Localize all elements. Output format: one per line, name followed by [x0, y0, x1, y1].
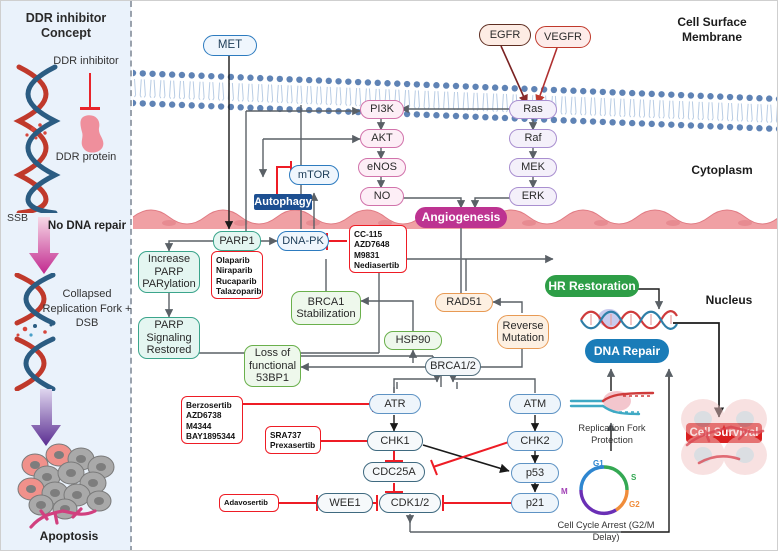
- node-rad51[interactable]: RAD51: [435, 293, 493, 312]
- node-brca1-2[interactable]: BRCA1/2: [425, 357, 481, 376]
- node-met[interactable]: MET: [203, 35, 257, 56]
- node-dnapk[interactable]: DNA-PK: [277, 231, 329, 251]
- node-reverse-mutation[interactable]: Reverse Mutation: [497, 315, 549, 349]
- apoptotic-cells-icon: [17, 443, 115, 529]
- drug-name: M9831: [354, 249, 380, 260]
- node-enos[interactable]: eNOS: [358, 158, 406, 177]
- collapsed-fork-label: Collapsed Replication Fork + DSB: [42, 288, 132, 329]
- drug-name: Niraparib: [216, 265, 253, 276]
- node-increase-parp-parylation[interactable]: Increase PARP PARylation: [138, 251, 200, 293]
- node-pi3k[interactable]: PI3K: [360, 100, 404, 119]
- drug-name: AZD6738: [186, 410, 222, 421]
- drug-name: Prexasertib: [270, 440, 316, 451]
- node-chk1[interactable]: CHK1: [367, 431, 423, 451]
- node-p53[interactable]: p53: [511, 463, 559, 483]
- apoptosis-label: Apoptosis: [39, 529, 99, 543]
- cell-cycle-m-label: M: [561, 487, 568, 496]
- ddr-protein-icon: [80, 115, 104, 153]
- node-atr[interactable]: ATR: [369, 394, 421, 414]
- cell-cycle-g2-label: G2: [629, 500, 640, 509]
- node-chk2[interactable]: CHK2: [507, 431, 563, 451]
- apoptosis-arrow-icon: [31, 389, 61, 446]
- region-label-cytoplasm: Cytoplasm: [691, 163, 753, 177]
- node-cdc25a[interactable]: CDC25A: [363, 462, 425, 482]
- node-ras[interactable]: Ras: [509, 100, 557, 119]
- ssb-dna-helix-icon: [13, 64, 61, 213]
- node-hsp90[interactable]: HSP90: [384, 331, 442, 350]
- cell-cycle-arrest-label: Cell Cycle Arrest (G2/M Delay): [557, 520, 655, 542]
- ssb-label: SSB: [7, 212, 29, 224]
- ddr-protein-label: DDR protein: [55, 151, 117, 163]
- node-parp-signaling-restored[interactable]: PARP Signaling Restored: [138, 317, 200, 359]
- node-cdk1-2[interactable]: CDK1/2: [379, 493, 441, 513]
- node-vegfr[interactable]: VEGFR: [535, 26, 591, 48]
- panel-title: DDR inhibitor Concept: [25, 11, 107, 40]
- drug-name: CC-115: [354, 229, 383, 239]
- surviving-cells-icon: [681, 399, 767, 475]
- drug-name: Berzosertib: [186, 400, 232, 410]
- node-atm[interactable]: ATM: [509, 394, 561, 414]
- cell-membrane-bilayer: [133, 69, 777, 132]
- node-mek[interactable]: MEK: [509, 158, 557, 177]
- drug-name: Adavosertib: [224, 497, 268, 507]
- node-akt[interactable]: AKT: [360, 129, 404, 148]
- drug-name: Olaparib: [216, 255, 250, 265]
- node-mtor[interactable]: mTOR: [289, 165, 339, 185]
- cell-cycle-s-label: S: [631, 473, 637, 482]
- cell-cycle-ring-icon: [579, 465, 629, 516]
- node-angiogenesis[interactable]: Angiogenesis: [415, 207, 507, 228]
- region-label-nucleus: Nucleus: [705, 293, 753, 307]
- drug-name: Rucaparib: [216, 275, 257, 286]
- node-no[interactable]: NO: [360, 187, 404, 206]
- panel-divider: [130, 1, 132, 550]
- node-autophagy[interactable]: Autophagy: [254, 194, 312, 210]
- node-dna-repair[interactable]: DNA Repair: [585, 339, 669, 363]
- drug-name: Nediasertib: [354, 260, 400, 271]
- node-loss-functional-53bp1[interactable]: Loss of functional 53BP1: [244, 345, 301, 387]
- drug-name: SRA737: [270, 430, 302, 440]
- drug-box-wee1-inhibitors[interactable]: Adavosertib: [219, 494, 279, 512]
- node-egfr[interactable]: EGFR: [479, 24, 531, 46]
- no-dna-repair-label: No DNA repair: [47, 220, 127, 232]
- drug-name: M4344: [186, 420, 212, 431]
- node-wee1[interactable]: WEE1: [317, 493, 373, 513]
- node-raf[interactable]: Raf: [509, 129, 557, 148]
- replication-fork-icon: [569, 391, 655, 416]
- inhibition-cap-icon: [80, 107, 100, 110]
- inhibition-bar-icon: [89, 73, 91, 109]
- node-brca1-stabilization[interactable]: BRCA1 Stabilization: [291, 291, 361, 325]
- region-label-cell-surface-membrane: Cell Surface Membrane: [677, 15, 747, 44]
- ddr-inhibitor-label: DDR inhibitor: [53, 55, 119, 67]
- collapsed-fork-dna-icon: [14, 273, 56, 391]
- dna-double-helix-icon: [580, 309, 678, 330]
- node-hr-restoration[interactable]: HR Restoration: [545, 275, 639, 297]
- no-dna-repair-arrow-icon: [29, 217, 59, 274]
- node-parp1[interactable]: PARP1: [213, 231, 261, 251]
- replication-fork-label: Replication Fork Protection: [578, 423, 646, 445]
- drug-name: AZD7648: [354, 239, 390, 250]
- cell-cycle-g1-label: G1: [593, 459, 604, 468]
- node-p21[interactable]: p21: [511, 493, 559, 513]
- drug-name: BAY1895344: [186, 431, 236, 442]
- drug-name: Talazoparib: [216, 286, 262, 297]
- node-erk[interactable]: ERK: [509, 187, 557, 206]
